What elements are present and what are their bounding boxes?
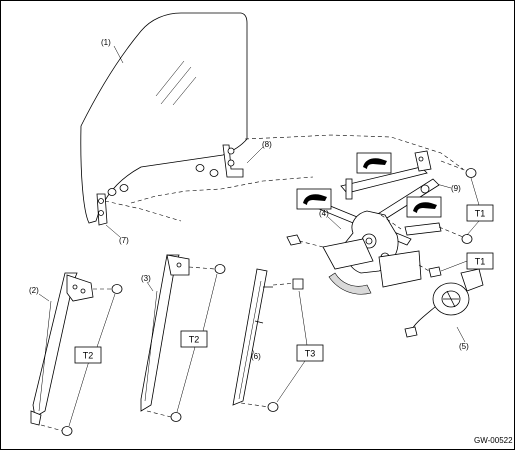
label-regulator: (4): [319, 209, 329, 218]
label-motor: (5): [459, 342, 469, 351]
rail-3-bolts: [170, 264, 226, 422]
label-roller: (9): [451, 184, 461, 193]
torque-label-t3: T3: [305, 349, 316, 359]
rail-2-bolts: [61, 284, 123, 436]
rear-rail: [30, 272, 111, 432]
figure-code: GW-00522: [474, 436, 513, 445]
regulator-bolts: [286, 234, 442, 278]
glass-bracket-front: [96, 193, 108, 226]
grease-icon: [356, 152, 392, 174]
label-glass: (1): [101, 38, 111, 47]
glass-channel: [232, 268, 298, 408]
glass-bracket-rear: [222, 144, 244, 178]
label-front-bracket: (7): [119, 236, 129, 245]
label-front-rail: (3): [141, 274, 151, 283]
leader-2: [38, 293, 50, 302]
leader-1: [113, 45, 124, 64]
glass-bolts: [107, 164, 219, 196]
front-rail: [140, 254, 216, 418]
alignment-dash-3: [104, 200, 182, 222]
leader-7: [105, 224, 121, 238]
torque-box-t2-rear: T2: [74, 346, 102, 364]
torque-box-t3: T3: [296, 344, 324, 362]
torque-box-t1-lower: T1: [440, 252, 494, 272]
leader-3: [146, 281, 154, 292]
t1-bolts: [438, 160, 480, 244]
torque-box-t2-front: T2: [180, 330, 208, 348]
leader-8: [246, 146, 264, 164]
alignment-dash-1: [130, 176, 314, 204]
alignment-dash-2: [244, 134, 464, 170]
grease-icon: [406, 196, 442, 218]
window-regulator: [318, 150, 442, 295]
label-rear-rail: (2): [29, 286, 39, 295]
torque-label-t1-upper: T1: [475, 209, 486, 219]
leader-5: [456, 326, 466, 343]
leader-4: [327, 216, 342, 230]
torque-label-t2-rear: T2: [83, 351, 94, 361]
rail-6-bolts: [267, 278, 308, 412]
torque-box-t1-upper: T1: [466, 204, 494, 222]
label-rear-bracket: (8): [262, 140, 272, 149]
label-glass-channel: (6): [251, 352, 261, 361]
torque-label-t1-lower: T1: [475, 257, 486, 267]
regulator-motor: [404, 268, 484, 338]
torque-label-t2-front: T2: [189, 335, 200, 345]
grease-icon: [296, 188, 332, 210]
